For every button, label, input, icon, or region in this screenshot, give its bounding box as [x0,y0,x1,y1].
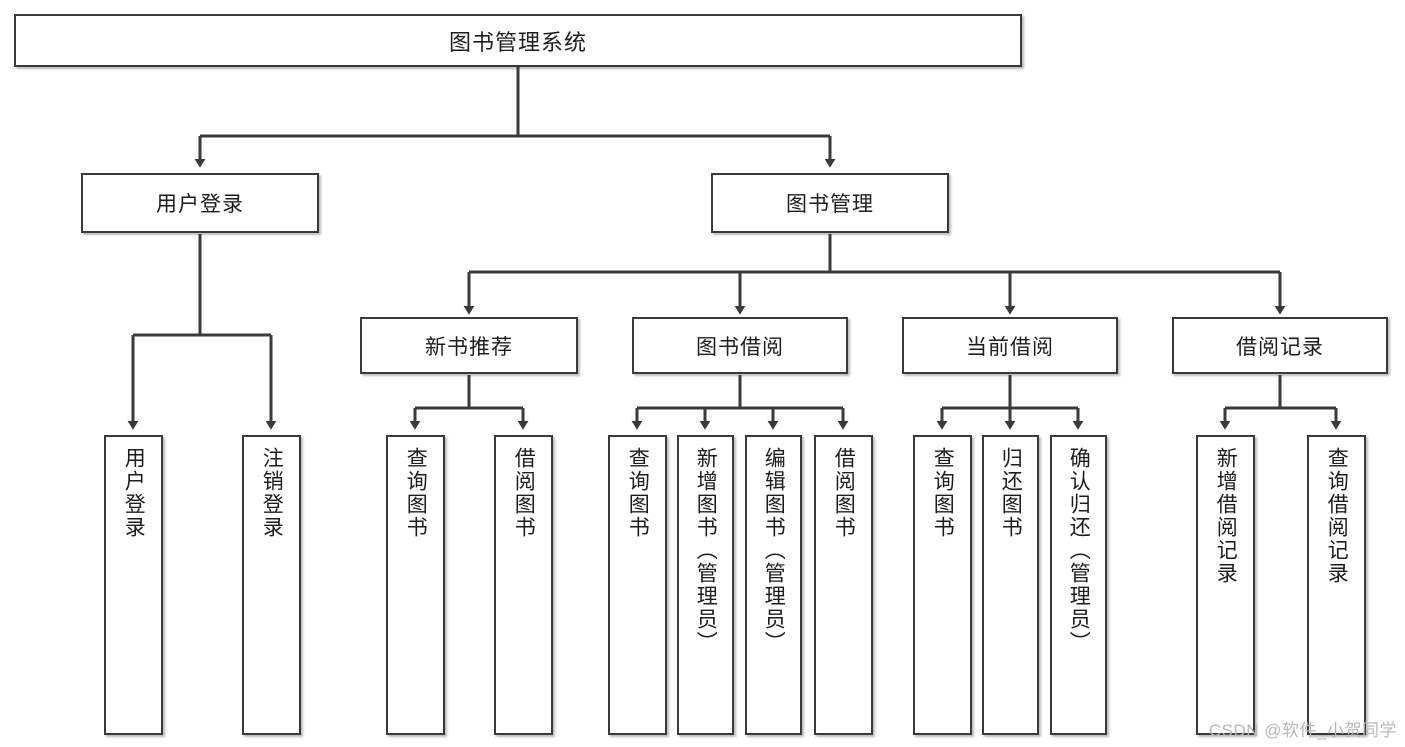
leaf-borrow-book-recommend[interactable]: 借阅图书 [494,435,553,735]
node-root-book-management-system[interactable]: 图书管理系统 [14,14,1022,67]
leaf-user-login[interactable]: 用户登录 [104,435,163,735]
node-book-management[interactable]: 图书管理 [711,173,949,233]
node-label: 当前借阅 [966,335,1054,359]
node-label: 查询图书 [626,447,650,539]
node-label: 用户登录 [156,193,244,216]
node-label: 新书推荐 [425,335,513,359]
leaf-query-book-recommend[interactable]: 查询图书 [386,435,445,735]
leaf-edit-book-admin[interactable]: 编辑图书（管理员） [745,435,802,735]
leaf-query-book-current[interactable]: 查询图书 [913,435,972,735]
node-label: 用户登录 [122,447,146,539]
node-label: 图书管理系统 [448,29,587,55]
node-label: 归还图书 [999,447,1023,539]
node-label: 新增借阅记录 [1214,447,1238,585]
node-borrow-record[interactable]: 借阅记录 [1172,317,1388,374]
csdn-watermark: CSDN @软件_小贺同学 [1208,721,1397,740]
leaf-add-borrow-record[interactable]: 新增借阅记录 [1196,435,1255,735]
node-label: 借阅图书 [512,447,536,539]
leaf-query-book-borrow[interactable]: 查询图书 [608,435,667,735]
leaf-confirm-return-admin[interactable]: 确认归还（管理员） [1050,435,1107,735]
leaf-query-borrow-record[interactable]: 查询借阅记录 [1307,435,1366,735]
node-label: 图书管理 [786,193,874,216]
node-user-login[interactable]: 用户登录 [81,173,319,233]
node-label: 图书借阅 [696,335,784,359]
node-label: 确认归还（管理员） [1067,447,1091,654]
node-label: 查询图书 [931,447,955,539]
node-label: 新增图书（管理员） [694,447,718,654]
node-label: 借阅记录 [1236,335,1324,359]
node-new-book-recommend[interactable]: 新书推荐 [360,317,578,374]
node-label: 查询借阅记录 [1325,447,1349,585]
leaf-borrow-book[interactable]: 借阅图书 [814,435,873,735]
leaf-add-book-admin[interactable]: 新增图书（管理员） [677,435,734,735]
node-label: 借阅图书 [832,447,856,539]
node-label: 编辑图书（管理员） [762,447,786,654]
node-label: 注销登录 [260,447,284,539]
node-book-borrow[interactable]: 图书借阅 [632,317,848,374]
leaf-return-book[interactable]: 归还图书 [982,435,1039,735]
leaf-user-logout[interactable]: 注销登录 [242,435,301,735]
node-label: 查询图书 [404,447,428,539]
node-current-borrow[interactable]: 当前借阅 [902,317,1118,374]
